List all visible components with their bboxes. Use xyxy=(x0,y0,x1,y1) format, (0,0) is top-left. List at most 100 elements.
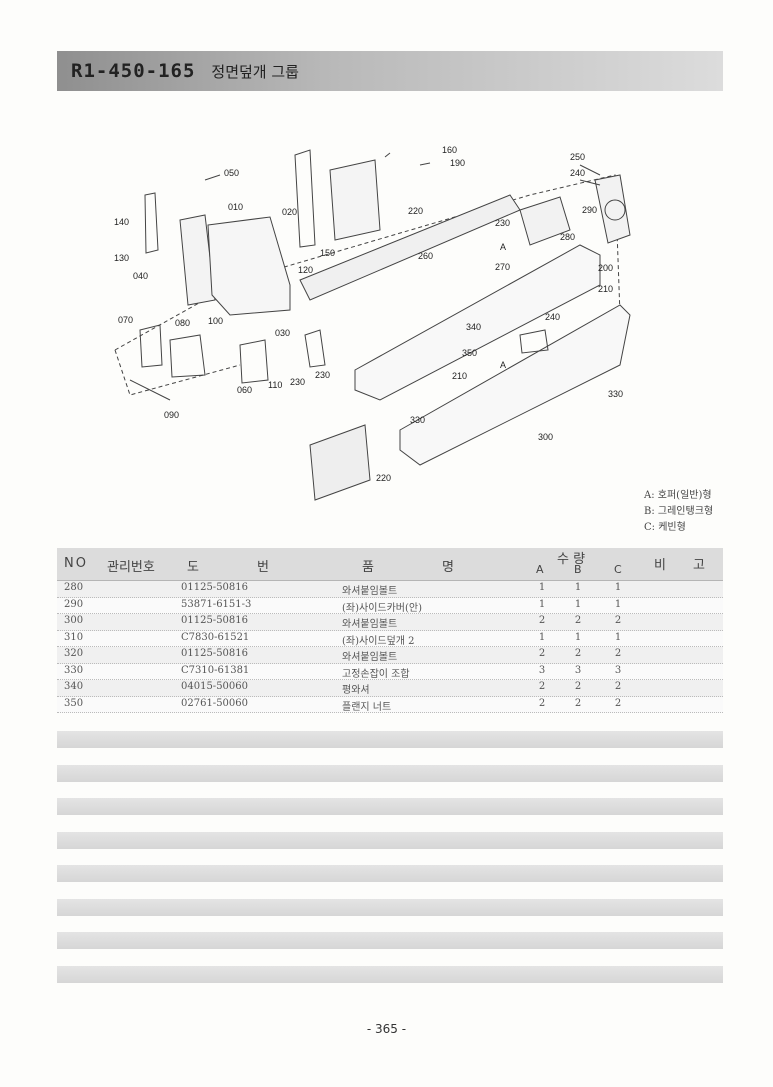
cell-qty-b: 2 xyxy=(574,615,582,626)
cell-part-name: 와셔붙임볼트 xyxy=(342,586,398,597)
callout-110: 110 xyxy=(268,380,282,390)
part-callouts: 050 010 020 140 130 040 150 120 160 190 … xyxy=(114,145,623,483)
cell-qty-a: 1 xyxy=(538,582,546,593)
cell-no: 340 xyxy=(64,681,84,692)
page-header: R1-450-165 정면덮개 그룹 xyxy=(57,51,723,91)
cell-qty-a: 3 xyxy=(538,664,546,676)
cell-qty-b: 1 xyxy=(574,631,582,643)
cell-qty-b: 2 xyxy=(574,681,582,692)
callout-060: 060 xyxy=(237,385,252,395)
cell-qty-c: 2 xyxy=(614,615,622,626)
callout-030: 030 xyxy=(275,328,290,338)
exploded-parts-diagram: 050 010 020 140 130 040 150 120 160 190 … xyxy=(100,135,660,505)
cell-qty-b: 2 xyxy=(574,697,582,709)
cell-qty-a: 2 xyxy=(538,697,546,709)
cell-no: 320 xyxy=(64,648,84,659)
cell-drawing-number: 02761-50060 xyxy=(181,697,249,709)
cell-qty-a: 2 xyxy=(538,648,546,659)
callout-210a: 210 xyxy=(598,284,613,294)
callout-210b: 210 xyxy=(452,371,467,381)
callout-220b: 230 xyxy=(290,377,305,387)
empty-rows xyxy=(57,731,723,999)
callout-320: 290 xyxy=(582,205,597,215)
callout-250: 240 xyxy=(545,312,560,322)
callout-340: 340 xyxy=(466,322,481,332)
callout-290: 260 xyxy=(418,251,433,261)
header-no: NO xyxy=(64,556,88,571)
callout-260: 300 xyxy=(538,432,553,442)
cell-no: 330 xyxy=(64,664,84,676)
empty-row xyxy=(57,932,723,949)
cell-part-name: (좌)사이드덮개 2 xyxy=(342,635,415,647)
cell-no: 350 xyxy=(64,697,84,709)
callout-350: 350 xyxy=(462,348,477,358)
legend-a: A: 호퍼(일반)형 xyxy=(644,490,712,501)
callout-130: 130 xyxy=(114,253,129,263)
callout-300: 270 xyxy=(495,262,510,272)
callout-200: 200 xyxy=(598,263,613,273)
empty-row xyxy=(57,831,723,849)
cell-part-name: 고정손잡이 조합 xyxy=(342,668,410,680)
empty-row xyxy=(57,965,723,983)
callout-050: 050 xyxy=(224,168,239,178)
callout-310: 280 xyxy=(560,232,575,242)
cell-qty-a: 1 xyxy=(538,631,546,643)
callout-230b: 230 xyxy=(315,370,330,380)
cell-qty-b: 2 xyxy=(574,648,582,659)
callout-160: 160 xyxy=(442,145,457,155)
cell-qty-c: 1 xyxy=(614,598,622,610)
cell-no: 300 xyxy=(64,615,84,626)
cell-part-name: 와셔붙임볼트 xyxy=(342,652,398,663)
cell-qty-c: 1 xyxy=(614,631,622,643)
callout-190: 190 xyxy=(450,158,465,168)
cell-qty-a: 2 xyxy=(538,615,546,626)
group-title: 정면덮개 그룹 xyxy=(211,62,299,81)
cell-qty-c: 3 xyxy=(614,664,622,676)
header-note-1: 비 xyxy=(654,558,666,573)
callout-100: 100 xyxy=(208,316,223,326)
callout-080: 080 xyxy=(175,318,190,328)
callout-070: 070 xyxy=(118,315,133,325)
callout-280: 250 xyxy=(570,152,585,162)
group-code: R1-450-165 xyxy=(71,60,196,82)
callout-240: 220 xyxy=(376,473,391,483)
model-legend: A: 호퍼(일반)형 B: 그레인탱크형 C: 케빈형 xyxy=(644,488,713,536)
header-dwg-1: 도 xyxy=(187,560,199,575)
table-header: NO 관리번호 도 번 품 명 수 량 A B C 비 고 xyxy=(57,548,723,581)
cell-part-name: 플랜지 너트 xyxy=(342,701,392,713)
legend-c: C: 케빈형 xyxy=(644,522,686,533)
header-dwg-2: 번 xyxy=(257,560,269,575)
callout-090: 090 xyxy=(164,410,179,420)
callout-120: 120 xyxy=(298,265,313,275)
page-number: - 365 - xyxy=(366,1022,407,1036)
header-note-2: 고 xyxy=(693,558,705,573)
cell-qty-b: 1 xyxy=(574,598,582,610)
callout-010: 010 xyxy=(228,202,243,212)
callout-150: 150 xyxy=(320,248,335,258)
cell-qty-a: 2 xyxy=(538,681,546,692)
header-c: C xyxy=(614,563,622,576)
empty-row xyxy=(57,898,723,916)
callout-A1: A xyxy=(500,242,506,252)
cell-qty-a: 1 xyxy=(538,598,546,610)
cell-drawing-number: C7830-61521 xyxy=(181,631,250,643)
callout-220a: 220 xyxy=(408,206,423,216)
cell-part-name: 평와셔 xyxy=(342,685,370,696)
header-qty: 수 량 xyxy=(557,552,586,567)
cell-part-name: 와셔붙임볼트 xyxy=(342,619,398,630)
callout-020: 020 xyxy=(282,207,297,217)
callout-140: 140 xyxy=(114,217,129,227)
cell-no: 280 xyxy=(64,582,84,593)
callout-330a: 330 xyxy=(608,389,623,399)
callout-A2: A xyxy=(500,360,506,370)
cell-qty-c: 2 xyxy=(614,648,622,659)
cell-qty-c: 2 xyxy=(614,697,622,709)
